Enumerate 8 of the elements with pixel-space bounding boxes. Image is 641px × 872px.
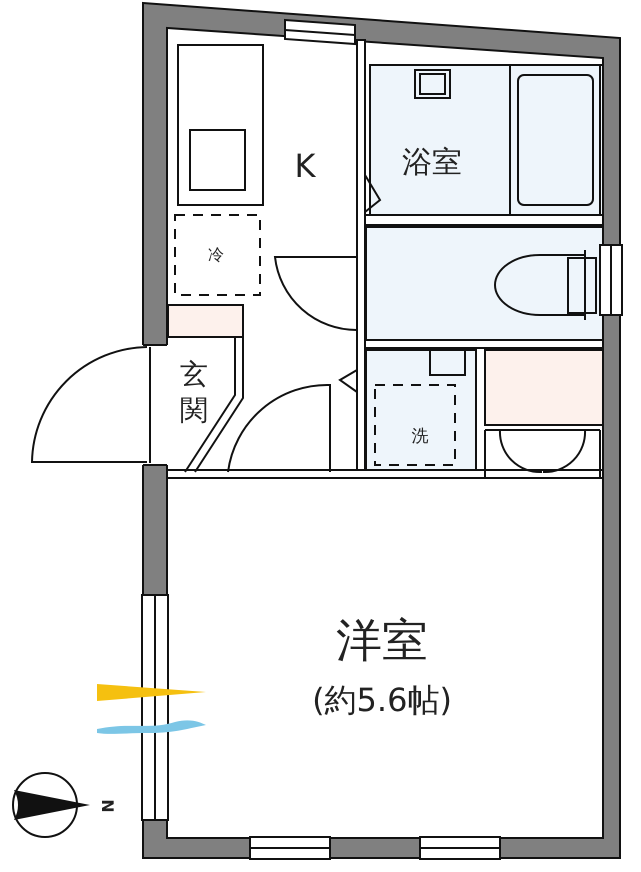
appliance-label: 冷	[208, 247, 224, 263]
appliance-label: 洗	[412, 428, 428, 446]
room-label: 浴室	[402, 148, 462, 178]
floor-area-label: (約5.6帖)	[312, 684, 452, 716]
room-label: K	[294, 150, 316, 182]
room-label: 洋室	[336, 617, 428, 663]
north-label: N	[99, 799, 115, 813]
room-label: 玄関	[180, 356, 208, 429]
